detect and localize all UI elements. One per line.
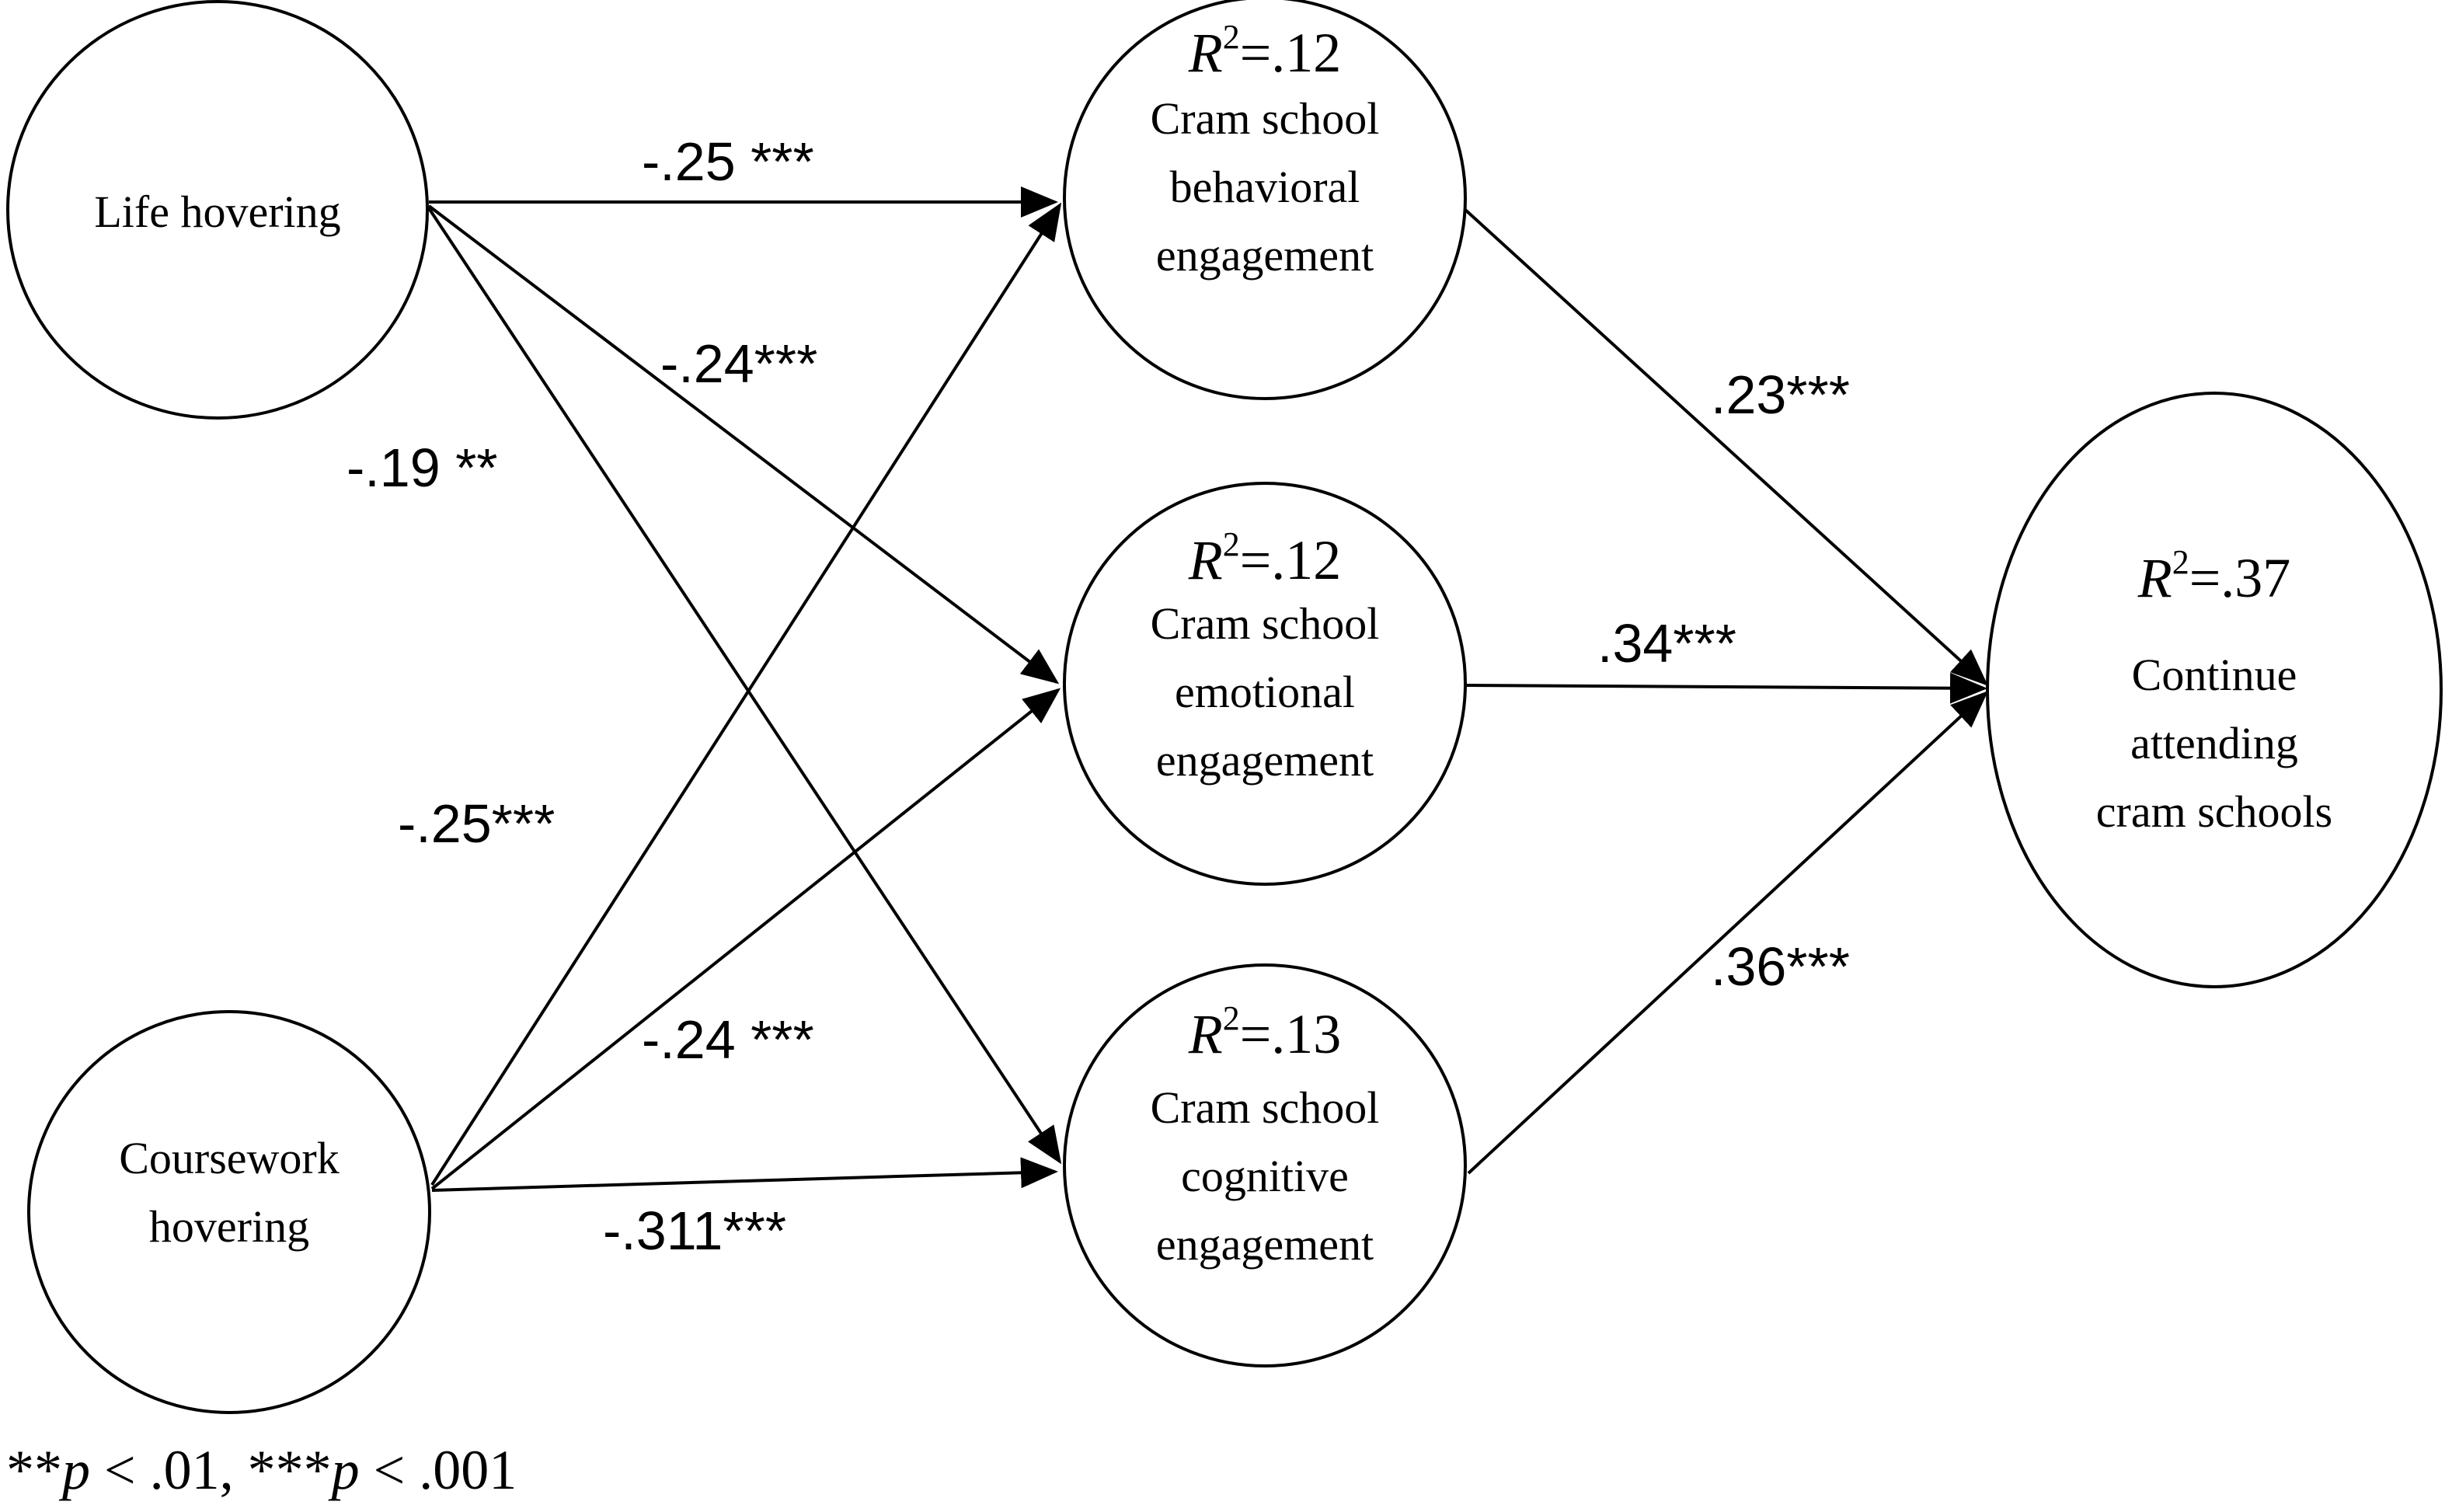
node-coursework-hovering-label-line-2: hovering bbox=[149, 1201, 309, 1252]
node-cognitive-label-line-3: engagement bbox=[1156, 1219, 1374, 1270]
arrow-coursework-to-cognitive bbox=[431, 1157, 1058, 1192]
path-coefficients: -.25 *** -.24*** -.19 ** -.25*** -.24 **… bbox=[347, 131, 1850, 1261]
arrow-emotional-to-continue bbox=[1466, 672, 1987, 704]
node-emotional-label-line-1: Cram school bbox=[1151, 598, 1380, 649]
coef-cognitive-to-continue: .36*** bbox=[1711, 936, 1850, 997]
node-continue-label-line-3: cram schools bbox=[2096, 786, 2332, 837]
coef-emotional-to-continue: .34*** bbox=[1597, 613, 1736, 674]
coef-life-to-cognitive: -.19 ** bbox=[347, 437, 498, 498]
node-behavioral-label-line-2: behavioral bbox=[1170, 162, 1360, 212]
node-cognitive-r2: R2=.13 bbox=[1188, 999, 1342, 1065]
arrow-coursework-to-behavioral bbox=[430, 202, 1062, 1186]
node-cognitive-circle bbox=[1063, 963, 1467, 1367]
node-coursework-hovering-circle bbox=[27, 1010, 431, 1414]
coef-coursework-to-cognitive: -.311*** bbox=[603, 1200, 786, 1261]
coef-life-to-behavioral: -.25 *** bbox=[642, 131, 814, 192]
node-emotional-label-line-2: emotional bbox=[1175, 667, 1355, 717]
node-behavioral-label-line-1: Cram school bbox=[1151, 93, 1380, 144]
node-behavioral-circle bbox=[1063, 0, 1467, 400]
arrow-cognitive-to-continue bbox=[1467, 691, 1988, 1175]
node-continue-circle bbox=[1986, 392, 2443, 988]
node-life-hovering-circle bbox=[6, 0, 429, 420]
node-behavioral-engagement: R2=.12 Cram school behavioral engagement bbox=[1063, 0, 1467, 400]
node-continue-r2: R2=.37 bbox=[2137, 543, 2291, 609]
node-life-hovering-label: Life hovering bbox=[94, 186, 340, 237]
node-continue-label-line-1: Continue bbox=[2132, 650, 2297, 700]
arrow-coursework-to-emotional bbox=[430, 688, 1061, 1190]
node-continue-attending: R2=.37 Continue attending cram schools bbox=[1986, 392, 2443, 988]
arrow-life-to-emotional bbox=[427, 204, 1060, 685]
node-behavioral-label-line-3: engagement bbox=[1156, 230, 1374, 280]
node-life-hovering: Life hovering bbox=[6, 0, 429, 420]
coef-behavioral-to-continue: .23*** bbox=[1711, 364, 1850, 425]
node-emotional-label-line-3: engagement bbox=[1156, 735, 1374, 786]
node-continue-label-line-2: attending bbox=[2130, 718, 2298, 768]
node-emotional-circle bbox=[1063, 482, 1467, 886]
node-cognitive-engagement: R2=.13 Cram school cognitive engagement bbox=[1063, 963, 1467, 1367]
node-emotional-r2: R2=.12 bbox=[1188, 525, 1342, 591]
node-coursework-hovering-label-line-1: Coursework bbox=[119, 1133, 340, 1183]
coef-coursework-to-behavioral: -.25*** bbox=[398, 793, 555, 854]
arrow-life-to-cognitive bbox=[427, 207, 1062, 1165]
node-emotional-engagement: R2=.12 Cram school emotional engagement bbox=[1063, 482, 1467, 886]
arrow-behavioral-to-continue bbox=[1464, 208, 1988, 686]
path-arrows bbox=[427, 186, 1988, 1192]
node-cognitive-label-line-1: Cram school bbox=[1151, 1082, 1380, 1133]
significance-note: **p < .01, ***p < .001 bbox=[6, 1439, 517, 1501]
node-cognitive-label-line-2: cognitive bbox=[1181, 1151, 1349, 1201]
coef-life-to-emotional: -.24*** bbox=[660, 333, 817, 394]
coef-coursework-to-emotional: -.24 *** bbox=[642, 1009, 814, 1070]
node-behavioral-r2: R2=.12 bbox=[1188, 18, 1342, 84]
node-coursework-hovering: Coursework hovering bbox=[27, 1010, 431, 1414]
